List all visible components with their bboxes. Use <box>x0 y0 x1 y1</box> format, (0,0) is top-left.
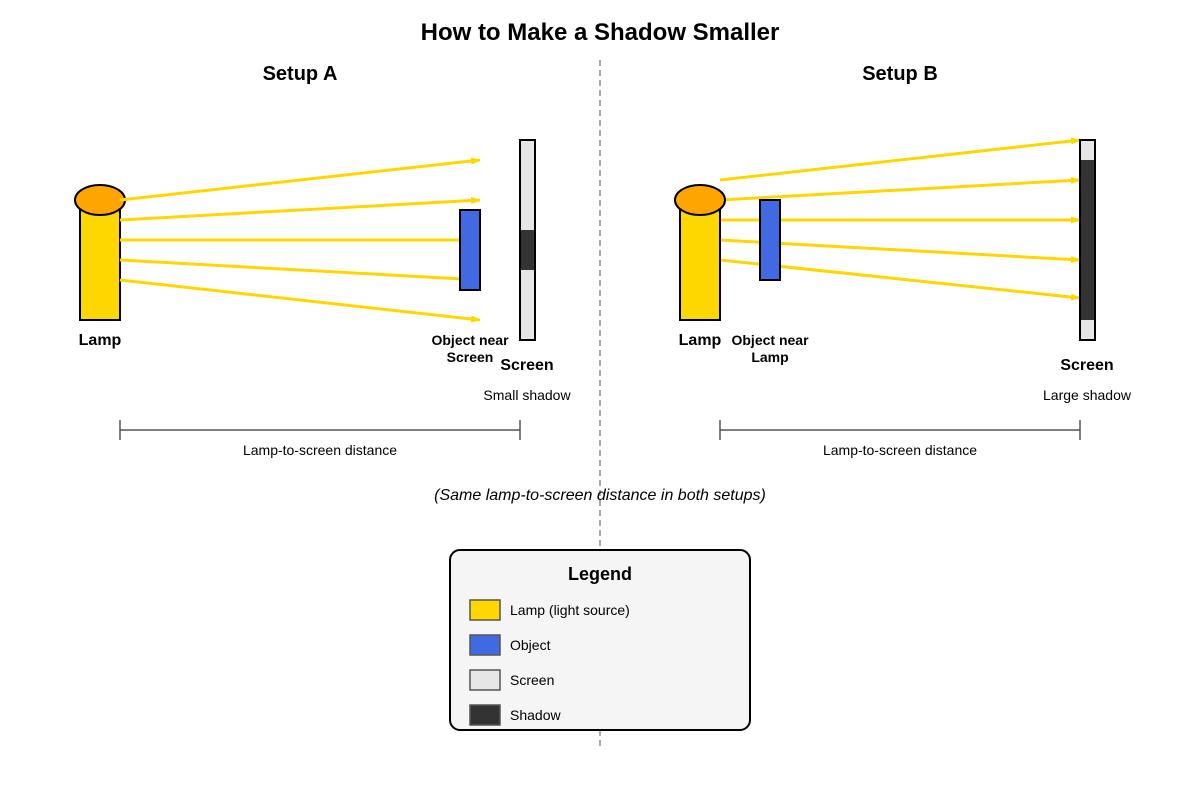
legend-item: Shadow <box>469 704 561 726</box>
light-ray <box>719 137 1081 182</box>
legend-swatch-object <box>469 634 501 656</box>
setup-b-shadow-caption: Large shadow <box>1043 387 1132 403</box>
setup-b: Setup B Lamp Object near Lamp Screen Lar… <box>674 63 1132 458</box>
setup-a-object-label-line2: Screen <box>447 349 494 365</box>
setup-a-heading: Setup A <box>263 63 338 85</box>
legend-title: Legend <box>568 564 632 584</box>
legend-swatch-screen <box>469 669 501 691</box>
setup-b-distance-label: Lamp-to-screen distance <box>823 442 977 458</box>
light-ray <box>119 278 481 323</box>
setup-a-object-label-line1: Object near <box>431 332 509 348</box>
setup-b-heading: Setup B <box>862 63 938 85</box>
light-ray <box>119 258 481 283</box>
light-ray <box>719 177 1081 202</box>
setup-b-lamp <box>674 184 726 321</box>
lamp-body <box>679 199 721 321</box>
setup-b-object-label-line2: Lamp <box>751 349 788 365</box>
setup-b-distance-bar <box>719 420 1081 440</box>
light-ray <box>119 157 481 202</box>
legend-swatch-shadow <box>469 704 501 726</box>
setup-a-shadow <box>521 230 534 270</box>
lamp-top <box>74 184 126 216</box>
lamp-top <box>674 184 726 216</box>
comparison-note: (Same lamp-to-screen distance in both se… <box>434 487 766 504</box>
setup-b-screen-label: Screen <box>1060 357 1113 374</box>
lamp-body <box>79 199 121 321</box>
setup-a: Setup A Lamp Object near Screen Screen S… <box>74 63 571 458</box>
setup-a-screen-label: Screen <box>500 357 553 374</box>
setup-a-lamp-label: Lamp <box>79 332 122 349</box>
setup-b-object <box>759 199 781 281</box>
setup-b-shadow <box>1081 160 1094 320</box>
legend-swatch-lamp <box>469 599 501 621</box>
legend-item: Lamp (light source) <box>469 599 630 621</box>
setup-a-light-rays <box>119 157 481 323</box>
legend: Legend Lamp (light source) Object Screen… <box>449 549 751 731</box>
legend-item: Object <box>469 634 551 656</box>
diagram-title: How to Make a Shadow Smaller <box>421 19 780 46</box>
legend-box <box>449 549 751 731</box>
setup-a-distance-label: Lamp-to-screen distance <box>243 442 397 458</box>
legend-label: Object <box>510 637 551 653</box>
legend-label: Screen <box>510 672 554 688</box>
setup-b-lamp-label: Lamp <box>679 332 722 349</box>
legend-label: Shadow <box>510 707 561 723</box>
light-ray <box>119 197 481 222</box>
setup-b-object-label-line1: Object near <box>731 332 809 348</box>
setup-a-lamp <box>74 184 126 321</box>
legend-label: Lamp (light source) <box>510 602 630 618</box>
setup-a-shadow-caption: Small shadow <box>483 387 571 403</box>
setup-a-object <box>459 209 481 291</box>
legend-item: Screen <box>469 669 554 691</box>
setup-a-distance-bar <box>119 420 521 440</box>
